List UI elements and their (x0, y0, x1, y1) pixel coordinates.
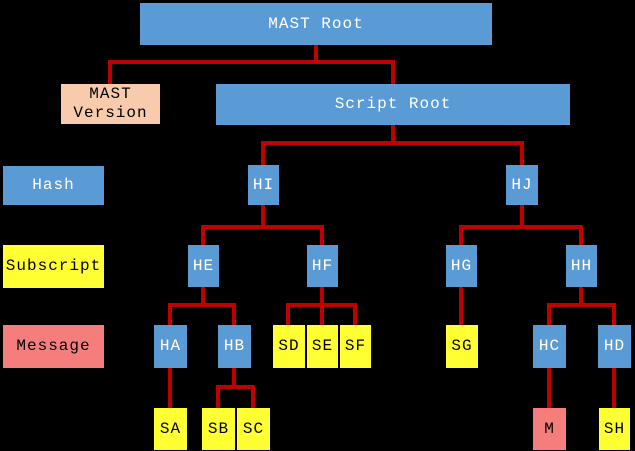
node-mast-root: MAST Root (140, 3, 492, 45)
node-sc: SC (237, 408, 270, 450)
node-mast-version: MAST Version (61, 84, 160, 124)
node-hg: HG (446, 245, 477, 287)
legend-hash-label: Hash (3, 166, 104, 205)
node-hc: HC (533, 325, 566, 368)
node-hi: HI (248, 165, 279, 205)
legend-subscript-label: Subscript (3, 245, 104, 288)
node-hf: HF (307, 245, 338, 287)
node-ha: HA (154, 325, 187, 368)
node-sd: SD (273, 325, 305, 368)
node-sf: SF (340, 325, 371, 368)
node-se: SE (307, 325, 338, 368)
node-hh: HH (566, 245, 597, 287)
node-he: HE (188, 245, 219, 287)
node-hj: HJ (506, 165, 538, 205)
node-hb: HB (218, 325, 251, 368)
node-script-root: Script Root (216, 84, 570, 125)
node-sa: SA (154, 408, 187, 450)
node-sg: SG (446, 325, 478, 368)
node-m: M (533, 408, 566, 450)
legend-message-label: Message (3, 325, 104, 368)
node-hd: HD (598, 325, 631, 368)
node-sh: SH (599, 408, 630, 450)
node-sb: SB (202, 408, 235, 450)
